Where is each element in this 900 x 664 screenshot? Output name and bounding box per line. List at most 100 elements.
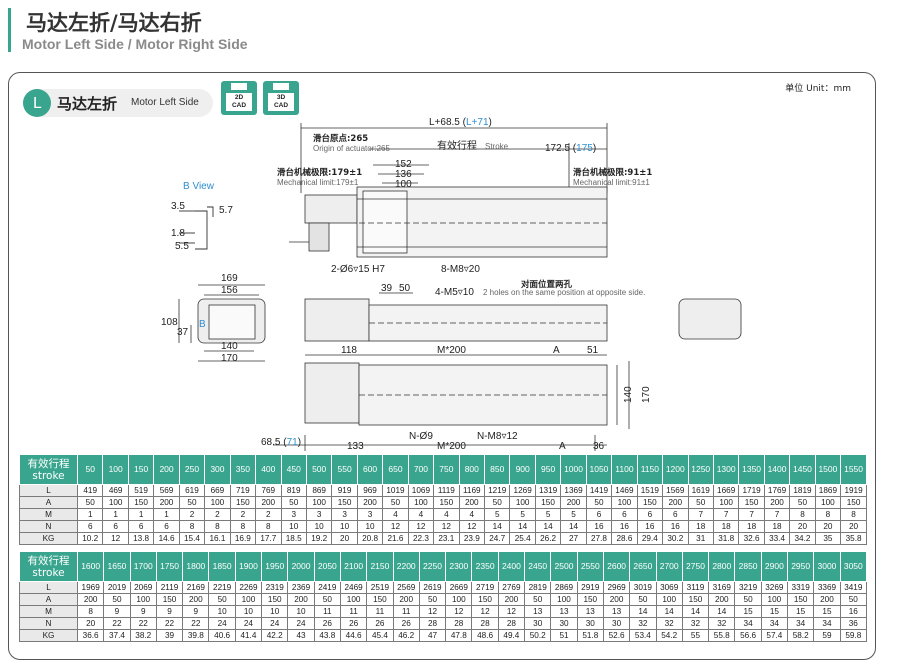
table-cell: 14 xyxy=(655,605,683,618)
stroke-header-cell: 2000 xyxy=(287,551,315,582)
table-cell: 12 xyxy=(445,605,473,618)
table-cell: 150 xyxy=(681,593,710,606)
table-cell: 150 xyxy=(787,593,815,606)
table-cell: 100 xyxy=(305,496,333,509)
page-subtitle: Motor Left Side / Motor Right Side xyxy=(22,36,248,52)
table-cell: 200 xyxy=(153,496,180,509)
n-m8-label: N-M8▿12 xyxy=(477,431,518,442)
table-cell: 100 xyxy=(204,496,231,509)
table-cell: 50 xyxy=(524,593,552,606)
stroke-header-cell: 2750 xyxy=(681,551,710,582)
table-cell: 469 xyxy=(102,484,129,497)
table-cell: 28 xyxy=(445,617,473,630)
table-cell: 30 xyxy=(550,617,578,630)
stroke-header-cell: 1200 xyxy=(662,454,689,485)
b-view-shape xyxy=(179,206,214,250)
table-cell: 1019 xyxy=(382,484,409,497)
table-cell: 150 xyxy=(534,496,562,509)
table-cell: 769 xyxy=(255,484,282,497)
stroke-header-cell: 1550 xyxy=(840,454,867,485)
stroke-header-cell: 2500 xyxy=(550,551,578,582)
dim-133: 133 xyxy=(347,441,364,452)
table-cell: 200 xyxy=(76,593,105,606)
stroke-header-cell: 50 xyxy=(76,454,104,485)
table-cell: 28 xyxy=(471,617,499,630)
table-cell: 50 xyxy=(629,593,657,606)
table-cell: 5 xyxy=(560,508,587,521)
dim-3-5: 3.5 xyxy=(171,201,185,212)
origin-label-zh: 滑台原点:265 xyxy=(313,133,368,144)
table-cell: 15 xyxy=(813,605,841,618)
table-cell: 1369 xyxy=(560,484,587,497)
stroke-header-cell: 750 xyxy=(433,454,460,485)
dim-36: 36 xyxy=(593,441,605,452)
table-cell: 36.6 xyxy=(76,629,105,642)
table-cell: 22 xyxy=(182,617,210,630)
table-cell: 50 xyxy=(687,496,714,509)
table-cell: 12 xyxy=(418,605,447,618)
table-cell: 59.8 xyxy=(839,629,868,642)
table-cell: 6 xyxy=(102,520,129,533)
table-cell: 150 xyxy=(576,593,604,606)
table-cell: 150 xyxy=(840,496,867,509)
table-cell: 3 xyxy=(331,508,358,521)
table-cell: 4 xyxy=(433,508,460,521)
table-cell: 4 xyxy=(407,508,435,521)
table-cell: 200 xyxy=(763,496,791,509)
table-cell: 2269 xyxy=(234,581,263,594)
table-cell: 14.6 xyxy=(153,532,180,545)
table-cell: 13 xyxy=(524,605,552,618)
table-cell: 29.4 xyxy=(636,532,664,545)
table-cell: 200 xyxy=(392,593,420,606)
table-cell: 51.8 xyxy=(576,629,604,642)
table-cell: 2019 xyxy=(103,581,131,594)
front-view xyxy=(178,284,266,362)
table-cell: 12 xyxy=(471,605,499,618)
n-hole-label: N-Ø9 xyxy=(409,431,433,442)
table-cell: 100 xyxy=(550,593,578,606)
stroke-header-cell: 1050 xyxy=(585,454,613,485)
page-title: 马达左折/马达右折 xyxy=(26,11,202,35)
table-cell: 10 xyxy=(287,605,315,618)
section-badge: L xyxy=(23,89,51,117)
section-title-zh: 马达左折 xyxy=(57,95,118,113)
table-cell: 100 xyxy=(234,593,263,606)
table-cell: 9 xyxy=(129,605,157,618)
unit-label: 单位 Unit：mm xyxy=(785,84,851,94)
dim-m-200-top: M*200 xyxy=(437,345,466,356)
table-cell: 200 xyxy=(458,496,486,509)
dim-108: 108 xyxy=(161,317,178,328)
row-label: A xyxy=(19,496,78,509)
table-cell: 18 xyxy=(738,520,765,533)
table-cell: 50 xyxy=(208,593,236,606)
table-cell: 50 xyxy=(280,496,307,509)
table-cell: 2869 xyxy=(550,581,578,594)
table-cell: 30 xyxy=(602,617,631,630)
stroke-header-cell: 2200 xyxy=(392,551,420,582)
table-cell: 11 xyxy=(313,605,341,618)
table-cell: 14 xyxy=(483,520,511,533)
stroke-header-cell: 2100 xyxy=(339,551,368,582)
stroke-header-cell: 250 xyxy=(178,454,206,485)
table-cell: 419 xyxy=(76,484,104,497)
stroke-header-cell: 1800 xyxy=(182,551,210,582)
table-cell: 58.2 xyxy=(787,629,815,642)
table-cell: 2169 xyxy=(182,581,210,594)
m5-hole-label: 4-M5▿10 xyxy=(435,287,474,298)
stroke-header-cell: 400 xyxy=(255,454,282,485)
dim-156: 156 xyxy=(221,285,238,296)
table-cell: 52.6 xyxy=(602,629,631,642)
table-cell: 12 xyxy=(433,520,460,533)
stroke-header-cell: 800 xyxy=(458,454,486,485)
table-cell: 32 xyxy=(681,617,710,630)
table-cell: 32 xyxy=(708,617,736,630)
stroke-header-cell: 2900 xyxy=(760,551,789,582)
table-cell: 13 xyxy=(550,605,578,618)
table-cell: 1219 xyxy=(483,484,511,497)
table-cell: 12 xyxy=(382,520,409,533)
table-cell: 1 xyxy=(102,508,129,521)
table-cell: 46.2 xyxy=(392,629,420,642)
